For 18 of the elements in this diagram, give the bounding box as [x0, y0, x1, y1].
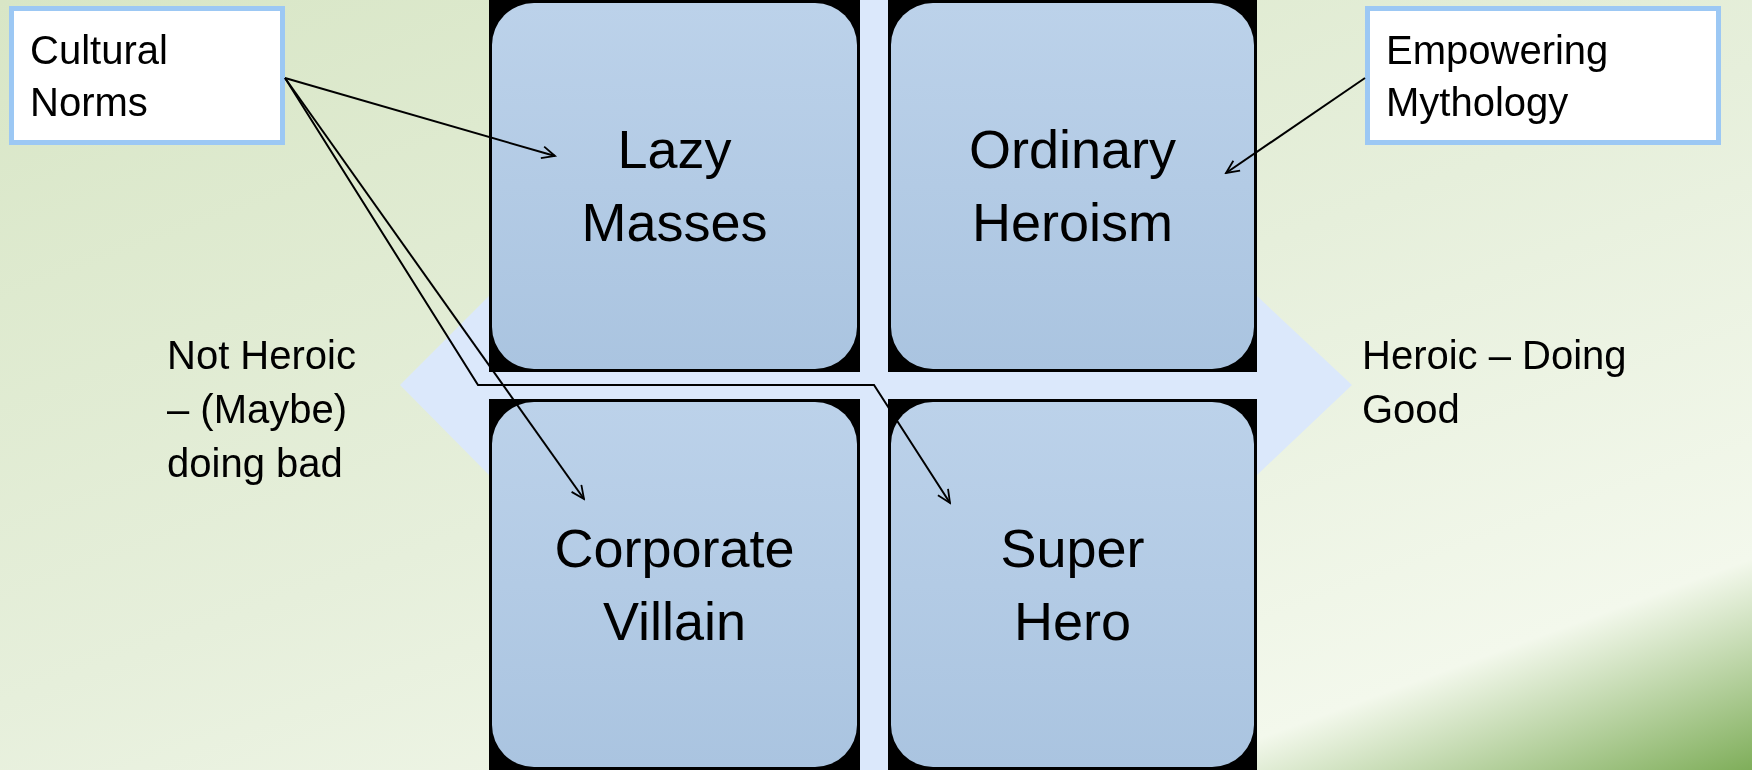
axis-label: Not Heroic – (Maybe) doing bad: [167, 332, 357, 487]
quadrant-tile: [888, 0, 1257, 372]
callout-box: [1365, 6, 1721, 145]
quadrant-tile: [489, 0, 860, 372]
axis-label: Heroic – Doing Good: [1362, 332, 1628, 433]
arrow: [1225, 77, 1366, 174]
tile-label: Ordinary Heroism: [967, 118, 1178, 254]
callout-text: Cultural Norms: [30, 26, 169, 126]
callout-text: Empowering Mythology: [1386, 26, 1610, 126]
quadrant-tile: [888, 399, 1257, 770]
tile-label: Lazy Masses: [580, 118, 769, 254]
arrow: [284, 77, 556, 160]
tile-label: Corporate Villain: [554, 516, 795, 653]
quadrant-tile: [489, 399, 860, 770]
callout-box: [9, 6, 285, 145]
tile-label: Super Hero: [999, 516, 1146, 653]
arrow: [284, 77, 951, 504]
arrow: [284, 77, 585, 500]
